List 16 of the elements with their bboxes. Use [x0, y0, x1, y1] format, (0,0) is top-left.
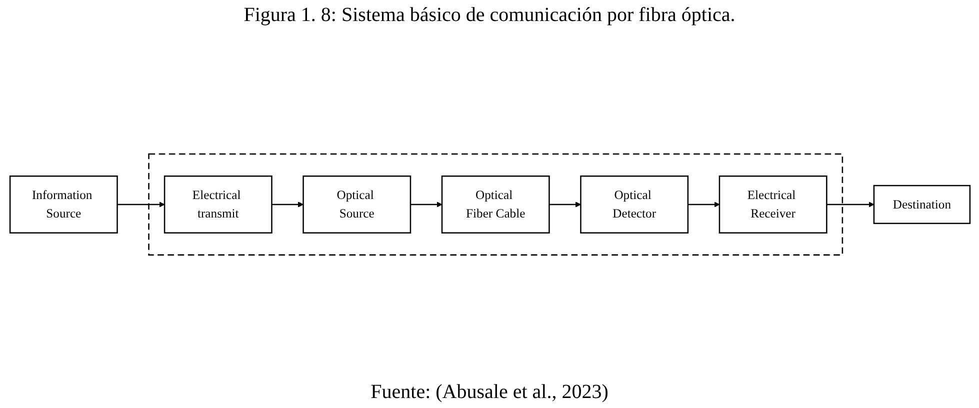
arrow	[116, 201, 164, 207]
figure-title: Figura 1. 8: Sistema básico de comunicación por fibra óptica.	[244, 4, 736, 27]
node-box: Destination	[872, 184, 970, 224]
node-box: Electrical transmit	[163, 174, 272, 233]
arrow	[410, 201, 442, 207]
node-box: Electrical Receiver	[718, 174, 827, 233]
arrow	[548, 201, 580, 207]
arrow	[687, 201, 720, 207]
node-box: Optical Detector	[580, 174, 688, 233]
node-box: Information Source	[8, 174, 118, 233]
node-box: Optical Source	[302, 174, 411, 233]
arrow	[271, 201, 304, 207]
figure-caption: Fuente: (Abusale et al., 2023)	[370, 381, 608, 404]
cluster	[148, 152, 843, 256]
node-box: Optical Fiber Cable	[440, 174, 550, 233]
arrow	[826, 201, 874, 207]
